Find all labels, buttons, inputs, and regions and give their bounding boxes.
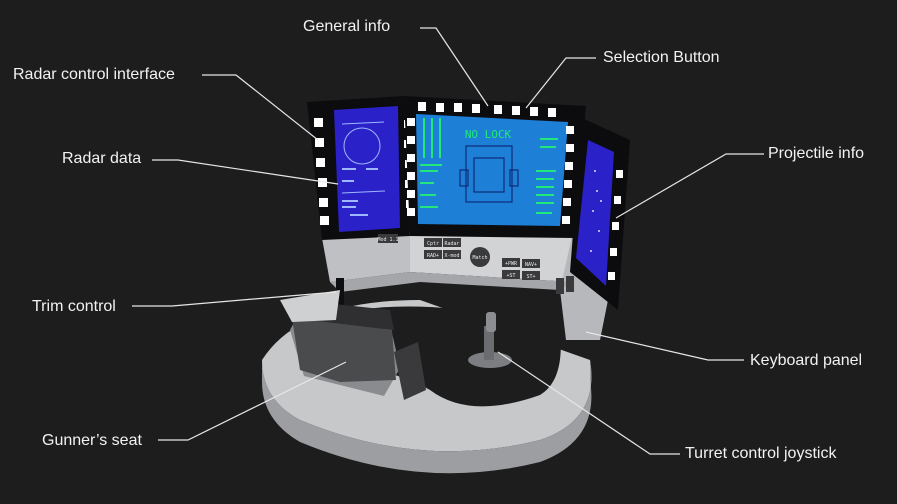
- trim-control-lever: [336, 278, 344, 306]
- leader-trim-control: [132, 291, 337, 307]
- rad-plus-button-label: RAD+: [427, 253, 439, 259]
- computer-button[interactable]: [424, 238, 442, 247]
- label-projectile-info: Projectile info: [768, 145, 865, 162]
- st-plus-button-label: ST+: [526, 274, 535, 280]
- computer-button-label: Cptr: [427, 241, 439, 247]
- x-mod-button[interactable]: [443, 250, 461, 259]
- leader-selection-button: [525, 57, 596, 109]
- center-display: NO LOCK: [404, 96, 586, 238]
- keyboard-buttons: Mod 1.1 Cptr Radar RAD+ X-mod Match +PWR…: [377, 234, 574, 294]
- leader-projectile-info: [615, 153, 764, 219]
- power-button-label: +PWR: [505, 261, 518, 267]
- leader-keyboard-panel: [585, 331, 744, 361]
- leader-lines: [132, 27, 764, 455]
- st-minus-button-label: +ST: [506, 273, 515, 279]
- label-trim-control: Trim control: [32, 298, 116, 315]
- leader-joystick: [497, 351, 680, 455]
- screen-status-text: NO LOCK: [465, 128, 512, 141]
- match-knob[interactable]: [470, 247, 490, 267]
- leader-general-info: [420, 27, 489, 107]
- gunners-seat: [280, 290, 426, 400]
- radar-button-label: Radar: [444, 241, 459, 247]
- right-display: [570, 118, 630, 310]
- leader-gunners-seat: [158, 361, 347, 441]
- label-radar-control-interface: Radar control interface: [13, 66, 175, 83]
- label-keyboard-panel: Keyboard panel: [750, 352, 863, 369]
- x-mod-button-label: X-mod: [444, 253, 459, 259]
- label-gunners-seat: Gunner’s seat: [42, 432, 142, 449]
- st-minus-button[interactable]: [502, 270, 520, 279]
- nav-button-label: NAV+: [525, 262, 537, 268]
- mode-button[interactable]: [378, 234, 398, 243]
- nav-button[interactable]: [522, 259, 540, 268]
- rad-plus-button[interactable]: [424, 250, 442, 259]
- label-selection-button: Selection Button: [603, 49, 720, 66]
- turret-joystick: [468, 312, 512, 368]
- leader-radar-data: [152, 159, 339, 185]
- power-button[interactable]: [502, 258, 520, 267]
- keyboard-key[interactable]: [566, 276, 574, 292]
- left-display: [307, 96, 414, 240]
- radar-button[interactable]: [443, 238, 461, 247]
- label-radar-data: Radar data: [62, 150, 142, 167]
- match-knob-label: Match: [472, 255, 487, 261]
- label-turret-control-joystick: Turret control joystick: [685, 445, 837, 462]
- label-general-info: General info: [303, 18, 391, 35]
- mode-button-label: Mod 1.1: [377, 237, 398, 243]
- st-plus-button[interactable]: [522, 271, 540, 280]
- leader-radar-control: [202, 74, 319, 141]
- keyboard-key[interactable]: [556, 278, 564, 294]
